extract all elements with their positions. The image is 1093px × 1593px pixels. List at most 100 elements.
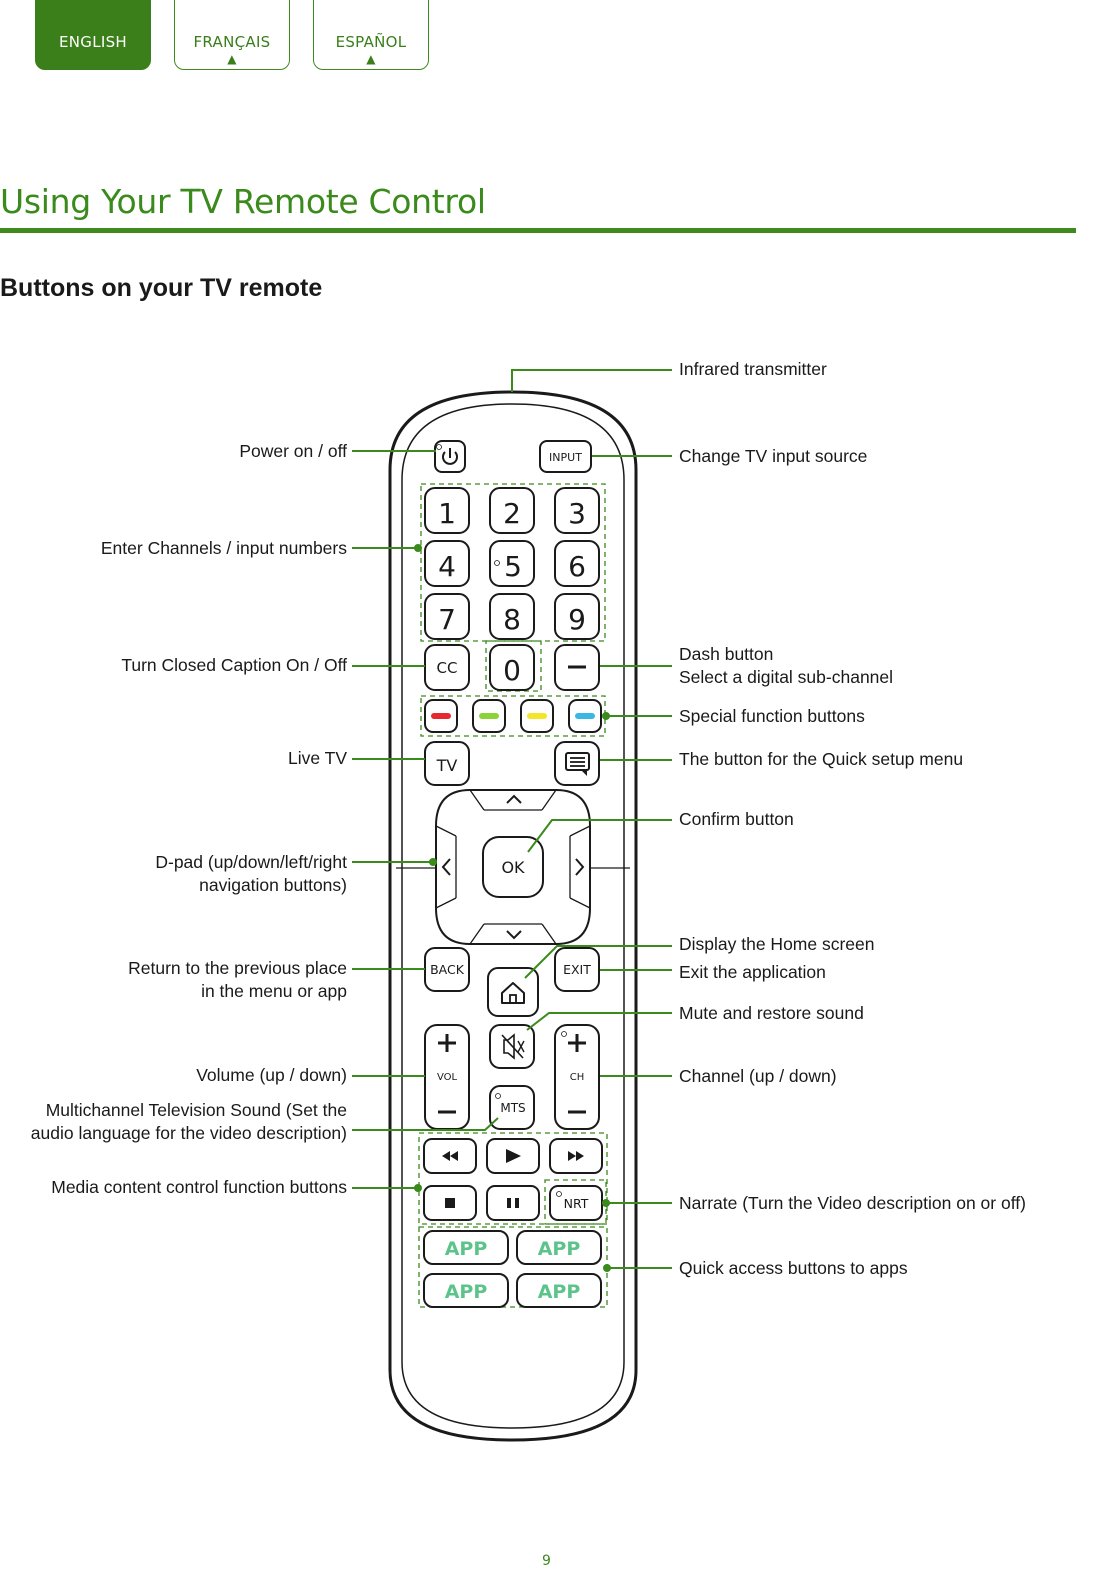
dpad-left[interactable] bbox=[441, 858, 451, 876]
app-button-3[interactable]: APP bbox=[423, 1273, 509, 1308]
digit-9-button[interactable]: 9 bbox=[554, 593, 600, 640]
app-label: APP bbox=[445, 1281, 488, 1303]
label-channels: Enter Channels / input numbers bbox=[100, 538, 347, 558]
red-button[interactable] bbox=[424, 699, 458, 733]
digit-label: 8 bbox=[503, 603, 521, 636]
app-button-2[interactable]: APP bbox=[516, 1230, 602, 1265]
nrt-button-label: NRT bbox=[564, 1196, 589, 1211]
tv-button[interactable]: TV bbox=[424, 741, 470, 786]
mute-icon bbox=[501, 1033, 525, 1060]
label-mts-line1: Multichannel Television Sound (Set the bbox=[45, 1100, 347, 1120]
label-media: Media content control function buttons bbox=[51, 1177, 347, 1197]
label-return-line2: in the menu or app bbox=[201, 981, 347, 1001]
chevron-down-icon bbox=[506, 930, 522, 940]
digit-label: 9 bbox=[568, 603, 586, 636]
green-button[interactable] bbox=[472, 699, 506, 733]
cc-button[interactable]: CC bbox=[424, 644, 470, 691]
label-confirm: Confirm button bbox=[679, 809, 794, 829]
digit-label: 1 bbox=[438, 497, 456, 530]
dpad: OK bbox=[435, 789, 591, 945]
exit-button-label: EXIT bbox=[563, 962, 591, 977]
label-narrate: Narrate (Turn the Video description on o… bbox=[679, 1193, 1026, 1213]
label-dash-line2: Select a digital sub-channel bbox=[679, 667, 894, 687]
number-pad: 1 2 3 4 5 6 7 8 9 0 bbox=[424, 487, 600, 691]
app-button-4[interactable]: APP bbox=[516, 1273, 602, 1308]
rewind-button[interactable] bbox=[423, 1138, 477, 1174]
volume-rocker[interactable]: VOL bbox=[424, 1024, 470, 1130]
mute-button[interactable] bbox=[489, 1024, 535, 1069]
label-dash-line1: Dash button bbox=[679, 644, 774, 664]
digit-6-button[interactable]: 6 bbox=[554, 540, 600, 587]
app-button-1[interactable]: APP bbox=[423, 1230, 509, 1265]
tab-espanol-label: ESPAÑOL bbox=[335, 33, 407, 51]
chevron-up-icon bbox=[506, 794, 522, 804]
callout-dots bbox=[414, 544, 611, 1272]
blue-button[interactable] bbox=[568, 699, 602, 733]
digit-5-button[interactable]: 5 bbox=[489, 540, 535, 587]
digit-label: 2 bbox=[503, 497, 521, 530]
dpad-right[interactable] bbox=[575, 858, 585, 876]
label-infrared: Infrared transmitter bbox=[679, 359, 827, 379]
label-dpad-line1: D-pad (up/down/left/right bbox=[155, 852, 347, 872]
power-button[interactable] bbox=[434, 440, 466, 473]
mts-button-label: MTS bbox=[500, 1101, 525, 1115]
dpad-up[interactable] bbox=[506, 794, 522, 804]
tv-button-label: TV bbox=[436, 756, 458, 775]
digit-label: 7 bbox=[438, 603, 456, 636]
mts-button[interactable]: MTS bbox=[489, 1085, 535, 1130]
digit-label: 3 bbox=[568, 497, 586, 530]
nrt-button[interactable]: NRT bbox=[549, 1185, 603, 1221]
label-mts-line2: audio language for the video description… bbox=[30, 1123, 347, 1143]
digit-8-button[interactable]: 8 bbox=[489, 593, 535, 640]
pause-button[interactable] bbox=[486, 1185, 540, 1221]
stop-button[interactable] bbox=[423, 1185, 477, 1221]
tab-english[interactable]: ENGLISH bbox=[35, 0, 151, 70]
digit-4-button[interactable]: 4 bbox=[424, 540, 470, 587]
digit-2-button[interactable]: 2 bbox=[489, 487, 535, 534]
title-divider bbox=[0, 228, 1076, 233]
app-label: APP bbox=[538, 1238, 581, 1260]
section-title: Buttons on your TV remote bbox=[0, 274, 323, 302]
exit-button[interactable]: EXIT bbox=[554, 947, 600, 992]
quick-menu-button[interactable] bbox=[554, 741, 600, 786]
app-label: APP bbox=[445, 1238, 488, 1260]
label-special: Special function buttons bbox=[679, 706, 865, 726]
digit-3-button[interactable]: 3 bbox=[554, 487, 600, 534]
dash-button[interactable] bbox=[554, 644, 600, 691]
digit-1-button[interactable]: 1 bbox=[424, 487, 470, 534]
tab-espanol[interactable]: ESPAÑOL ▲ bbox=[313, 0, 429, 70]
media-controls: NRT bbox=[423, 1138, 603, 1221]
digit-0-button[interactable]: 0 bbox=[489, 644, 535, 691]
input-button[interactable]: INPUT bbox=[539, 440, 592, 473]
app-buttons: APP APP APP APP bbox=[423, 1230, 602, 1308]
fast-forward-button[interactable] bbox=[549, 1138, 603, 1174]
label-return-line1: Return to the previous place bbox=[128, 958, 347, 978]
tab-francais[interactable]: FRANÇAIS ▲ bbox=[174, 0, 290, 70]
ok-button[interactable]: OK bbox=[482, 836, 544, 898]
digit-label: 4 bbox=[438, 550, 456, 583]
label-input: Change TV input source bbox=[679, 446, 868, 466]
play-button[interactable] bbox=[486, 1138, 540, 1174]
label-apps: Quick access buttons to apps bbox=[679, 1258, 908, 1278]
label-mute: Mute and restore sound bbox=[679, 1003, 864, 1023]
home-icon bbox=[501, 982, 525, 1004]
yellow-button[interactable] bbox=[520, 699, 554, 733]
home-button[interactable] bbox=[487, 967, 539, 1017]
chevron-right-icon bbox=[575, 858, 585, 876]
channel-rocker[interactable]: CH bbox=[554, 1024, 600, 1130]
pause-icon bbox=[507, 1198, 519, 1208]
triangle-up-icon: ▲ bbox=[366, 52, 376, 66]
digit-label: 5 bbox=[504, 550, 522, 583]
dpad-down[interactable] bbox=[506, 930, 522, 940]
label-volume: Volume (up / down) bbox=[196, 1065, 347, 1085]
digit-7-button[interactable]: 7 bbox=[424, 593, 470, 640]
triangle-up-icon: ▲ bbox=[227, 52, 237, 66]
callout-lines bbox=[352, 369, 672, 1269]
label-quick-menu: The button for the Quick setup menu bbox=[679, 749, 964, 769]
input-button-label: INPUT bbox=[549, 451, 582, 464]
color-buttons bbox=[424, 699, 602, 733]
back-button-label: BACK bbox=[430, 962, 465, 977]
label-power: Power on / off bbox=[239, 441, 347, 461]
back-button[interactable]: BACK bbox=[424, 947, 470, 992]
